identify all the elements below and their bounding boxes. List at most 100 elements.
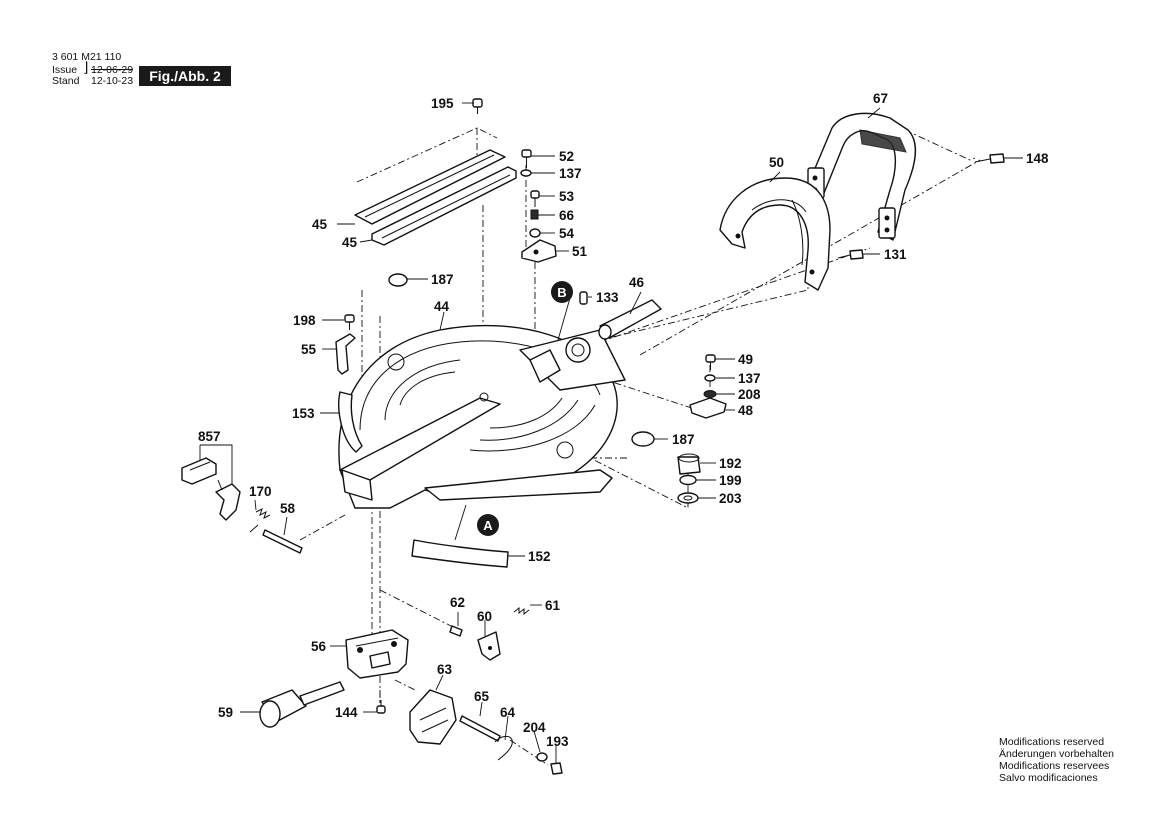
lever-48 — [689, 397, 727, 419]
assembly-line-guard-b — [599, 262, 809, 341]
turntable-base — [338, 324, 626, 509]
part-label-60: 60 — [477, 609, 492, 624]
assembly-line-guard — [599, 247, 871, 343]
handle-67 — [804, 112, 917, 241]
pin-58 — [262, 529, 303, 554]
part-label-61: 61 — [545, 598, 561, 613]
screw-195 — [472, 98, 483, 114]
part-label-208: 208 — [738, 387, 761, 402]
assembly-line-63 — [394, 679, 416, 691]
note-line: Änderungen vorbehalten — [999, 748, 1115, 760]
blade-guard-50 — [719, 177, 831, 291]
pin-62 — [449, 625, 463, 637]
issue-date-old: 12-06-29 — [91, 64, 134, 76]
part-label-137-right: 137 — [738, 371, 761, 386]
part-label-63: 63 — [437, 662, 453, 677]
callout-a: A — [477, 514, 499, 536]
assembly-line-58 — [299, 514, 346, 541]
stand-label: Stand — [52, 75, 80, 87]
cap-187-lower — [631, 431, 655, 447]
cap-187-upper — [388, 273, 408, 287]
lock-lever-857 — [181, 457, 241, 521]
part-label-45-upper: 45 — [312, 217, 328, 232]
lever-64 — [494, 735, 513, 761]
part-label-203: 203 — [719, 491, 742, 506]
screw-52 — [521, 149, 532, 168]
part-label-192: 192 — [719, 456, 742, 471]
part-label-58: 58 — [280, 501, 296, 516]
assembly-line-nut — [554, 439, 689, 509]
part-label-59: 59 — [218, 705, 233, 720]
part-label-48: 48 — [738, 403, 754, 418]
note-line: Modifications reservees — [999, 760, 1110, 772]
assembly-line-62 — [379, 589, 456, 629]
screw-49 — [705, 354, 716, 370]
part-label-45-lower: 45 — [342, 235, 358, 250]
part-label-193: 193 — [546, 734, 569, 749]
svg-text:B: B — [557, 285, 566, 300]
detent-plate-51 — [521, 239, 557, 263]
document-number: 3 601 M21 110 — [52, 51, 122, 63]
rod-65 — [459, 715, 501, 742]
washer-199 — [679, 474, 697, 486]
part-label-153: 153 — [292, 406, 315, 421]
cover-153 — [338, 391, 363, 453]
ball-54 — [529, 228, 541, 238]
nut-193 — [550, 762, 563, 775]
part-label-56: 56 — [311, 639, 327, 654]
part-label-46: 46 — [629, 275, 645, 290]
part-label-199: 199 — [719, 473, 742, 488]
latch-60 — [477, 631, 501, 661]
bracket-56 — [345, 629, 409, 679]
fence-plate-upper — [354, 149, 506, 225]
figure-label: Fig./Abb. 2 — [139, 66, 231, 86]
modification-notes: Modifications reserved Änderungen vorbeh… — [999, 736, 1114, 784]
part-label-55: 55 — [301, 342, 317, 357]
part-label-144: 144 — [335, 705, 358, 720]
part-label-52: 52 — [559, 149, 574, 164]
screw-148 — [974, 153, 1005, 164]
bracket-55 — [335, 333, 356, 375]
note-line: Salvo modificaciones — [999, 772, 1098, 784]
washer-137-right — [704, 374, 716, 382]
washer-203 — [677, 492, 699, 504]
part-label-50: 50 — [769, 155, 784, 170]
part-label-65: 65 — [474, 689, 490, 704]
part-label-44: 44 — [434, 299, 450, 314]
washer-208 — [703, 390, 717, 398]
screw-53 — [530, 190, 540, 207]
part-label-137: 137 — [559, 166, 582, 181]
stand-date-new: 12-10-23 — [91, 75, 134, 87]
part-label-187-lower: 187 — [672, 432, 695, 447]
part-label-152: 152 — [528, 549, 551, 564]
rod-46 — [598, 299, 662, 340]
clamp-63 — [409, 689, 457, 745]
issue-label: Issue — [52, 64, 78, 76]
part-label-53: 53 — [559, 189, 575, 204]
screw-198 — [344, 314, 355, 330]
part-label-187-upper: 187 — [431, 272, 454, 287]
washer-204 — [536, 752, 548, 762]
part-label-148: 148 — [1026, 151, 1049, 166]
part-label-170: 170 — [249, 484, 272, 499]
part-label-195: 195 — [431, 96, 454, 111]
part-label-62: 62 — [450, 595, 465, 610]
part-label-204: 204 — [523, 720, 546, 735]
washer-137 — [520, 169, 532, 177]
assembly-line-handle-bolt — [904, 129, 976, 161]
nut-192 — [677, 453, 701, 475]
spring-170 — [249, 508, 271, 533]
pin-133 — [579, 291, 588, 305]
spring-61 — [513, 606, 530, 616]
callout-b: B — [551, 281, 573, 303]
part-label-66: 66 — [559, 208, 575, 223]
part-label-133: 133 — [596, 290, 619, 305]
screw-131 — [837, 249, 864, 260]
spring-66 — [530, 209, 539, 220]
part-label-857: 857 — [198, 429, 221, 444]
scale-152 — [411, 539, 509, 568]
part-label-67: 67 — [873, 91, 888, 106]
part-label-131: 131 — [884, 247, 907, 262]
part-label-198: 198 — [293, 313, 316, 328]
